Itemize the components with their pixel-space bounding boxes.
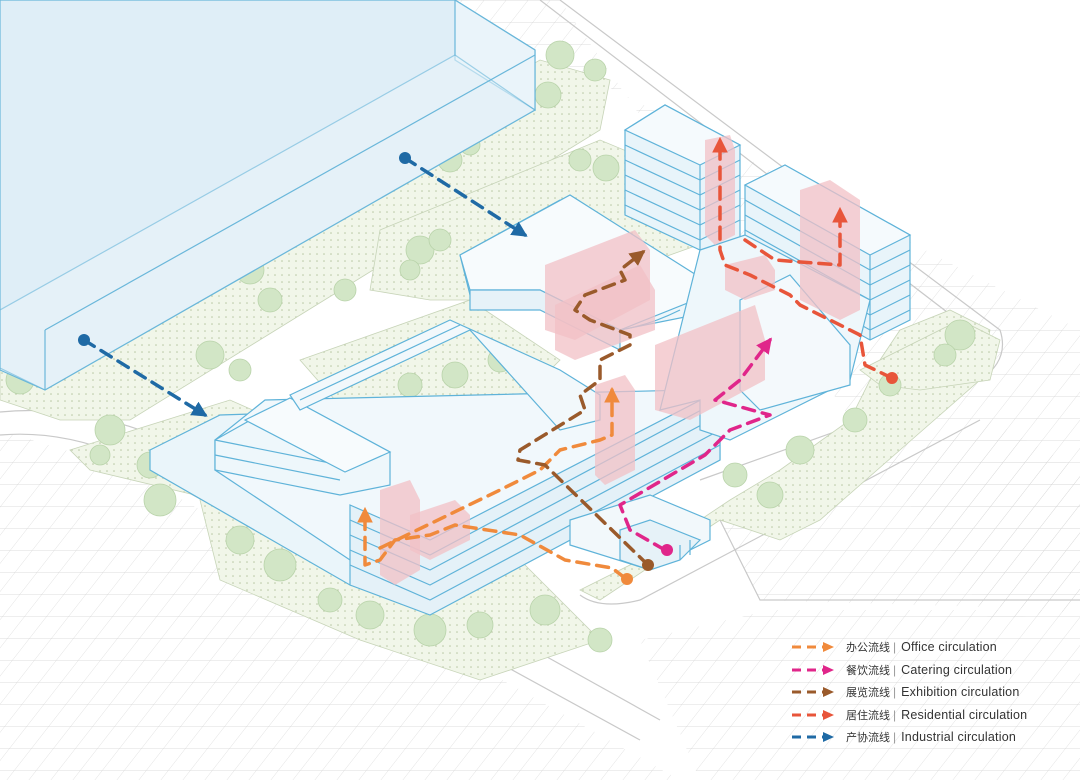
legend-separator: | <box>893 640 897 655</box>
entry-nodes <box>78 152 898 585</box>
legend-separator: | <box>893 662 897 677</box>
legend-label-en: Industrial circulation <box>901 730 1016 745</box>
main-office-building <box>149 389 721 616</box>
legend-item: 办公流线| Office circulation <box>790 636 1070 659</box>
legend-label-cn: 居住流线 <box>846 708 890 722</box>
exhibition-circulation-route <box>516 250 650 567</box>
office-circulation-route-2 <box>378 386 620 550</box>
legend-item: 居住流线| Residential circulation <box>790 704 1070 727</box>
residential-circulation-route-2 <box>743 206 848 267</box>
legend-dashed-arrow-icon <box>792 664 834 675</box>
legend-label-cn: 餐饮流线 <box>846 663 890 677</box>
legend-label-cn: 展览流线 <box>846 686 890 700</box>
legend-separator: | <box>893 730 897 745</box>
legend-label-en: Exhibition circulation <box>901 685 1020 700</box>
residential-circulation-route-1 <box>712 136 894 380</box>
legend-dashed-arrow-icon <box>792 687 834 698</box>
industrial-entry-node-1 <box>399 152 411 164</box>
industrial-building <box>0 0 537 391</box>
circulation-routes <box>82 136 894 580</box>
office-entry-node <box>621 573 633 585</box>
industrial-circulation-route-2 <box>82 338 208 417</box>
catering-circulation-route <box>618 337 772 552</box>
residential-entry-node <box>886 372 898 384</box>
exhibition-entry-node <box>642 559 654 571</box>
legend-separator: | <box>893 707 897 722</box>
legend-label-en: Residential circulation <box>901 707 1028 722</box>
legend-dashed-arrow-icon <box>792 642 834 653</box>
legend-label-en: Office circulation <box>901 640 997 655</box>
legend-label-en: Catering circulation <box>901 662 1013 677</box>
office-circulation-route-1 <box>357 506 627 580</box>
legend-label-cn: 产协流线 <box>846 731 890 745</box>
legend-label-cn: 办公流线 <box>846 641 890 655</box>
industrial-entry-node-2 <box>78 334 90 346</box>
legend-item: 餐饮流线| Catering circulation <box>790 659 1070 682</box>
legend-item: 产协流线| Industrial circulation <box>790 726 1070 749</box>
industrial-circulation-route-1 <box>403 156 528 237</box>
catering-entry-node <box>661 544 673 556</box>
legend-dashed-arrow-icon <box>792 709 834 720</box>
legend-dashed-arrow-icon <box>792 732 834 743</box>
legend-item: 展览流线| Exhibition circulation <box>790 681 1070 704</box>
legend-separator: | <box>893 685 897 700</box>
